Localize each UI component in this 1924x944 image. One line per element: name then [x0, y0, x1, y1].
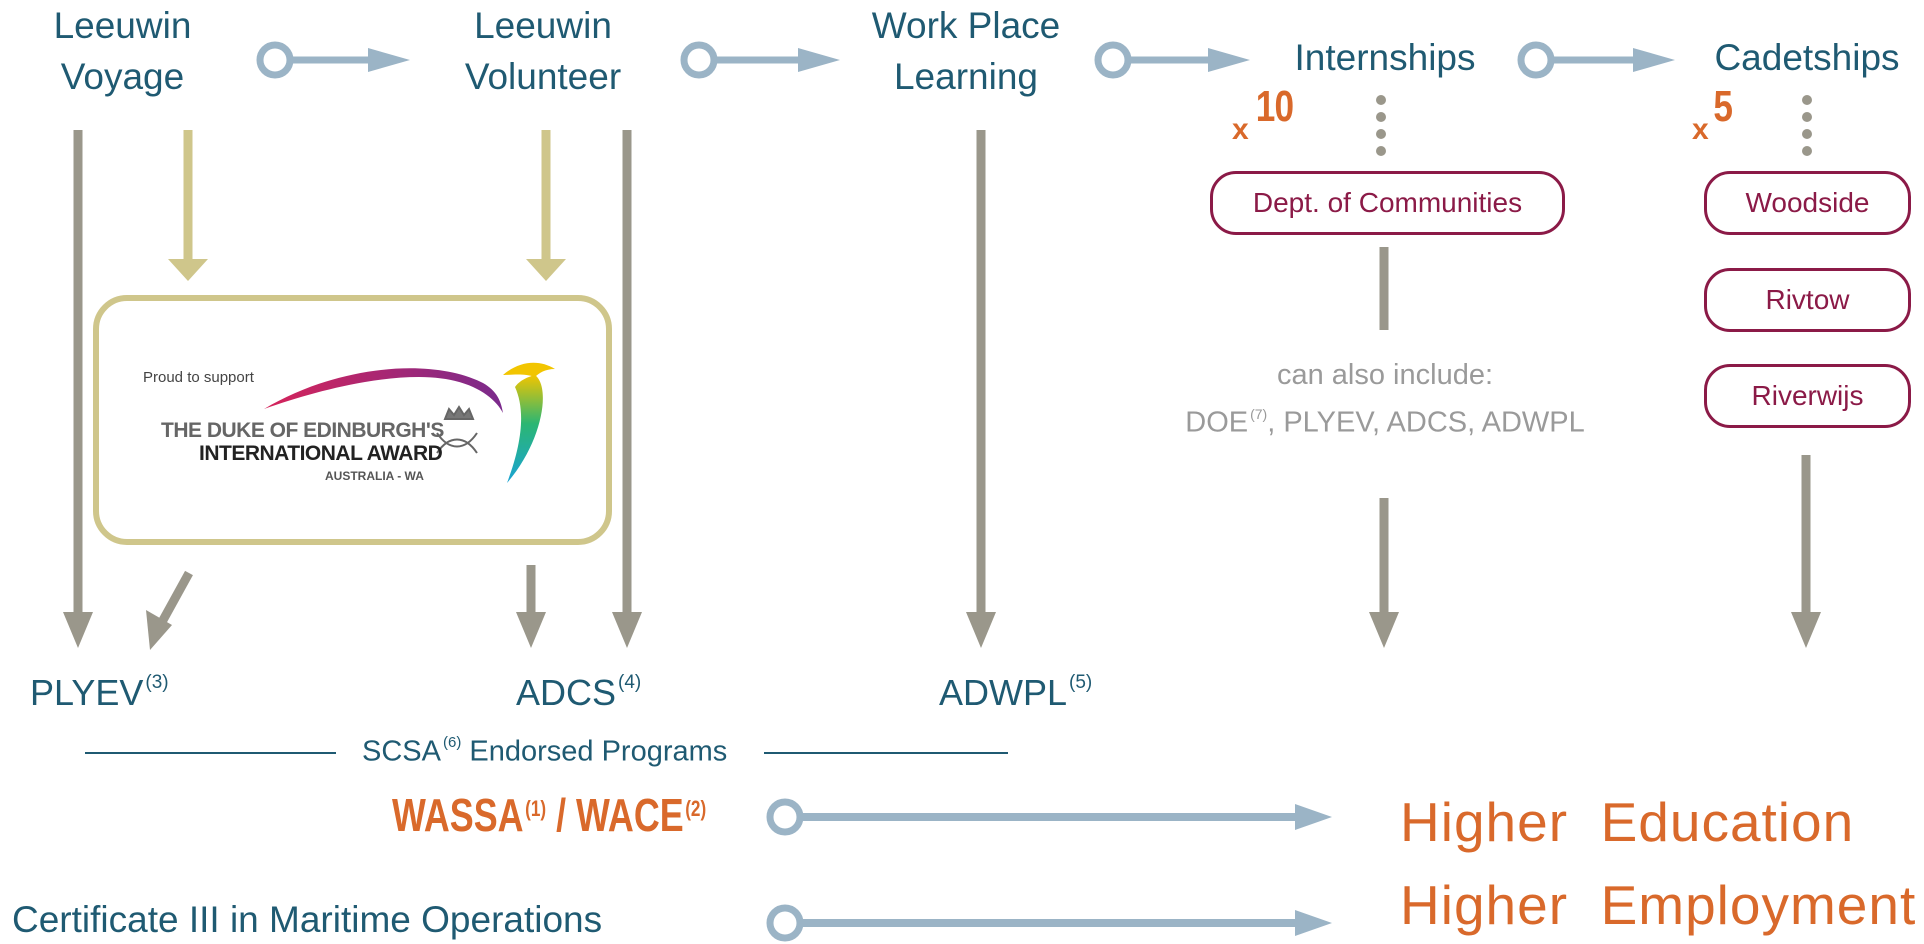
- award-region: AUSTRALIA - WA: [325, 469, 424, 483]
- internship-note-line2: DOE(7), PLYEV, ADCS, ADWPL: [1185, 406, 1585, 439]
- grey-arrow-award-to-adcs: [516, 565, 546, 648]
- award-name-line1: THE DUKE OF EDINBURGH'S: [161, 419, 444, 442]
- grey-arrow-award-to-plyev: [146, 570, 193, 650]
- award-logo-graphic: [264, 362, 555, 483]
- duke-of-edinburgh-award-box: Proud to support THE DUKE OF EDINBURGH'S…: [93, 295, 612, 545]
- stage-work-place-learning: Work Place Learning: [856, 0, 1076, 102]
- award-name-line2: INTERNATIONAL AWARD: [199, 442, 443, 465]
- flow-arrow-internships-cadetships: [1517, 41, 1675, 79]
- outcome-arrow-education: [766, 798, 1332, 836]
- stage-leeuwin-volunteer: Leeuwin Volunteer: [448, 0, 638, 102]
- award-crown-icon: [436, 405, 478, 454]
- dotted-connector-internships: [1376, 95, 1386, 156]
- stage-leeuwin-voyage: Leeuwin Voyage: [40, 0, 205, 102]
- dotted-connector-cadetships: [1802, 95, 1812, 156]
- award-proud-text: Proud to support: [143, 369, 254, 386]
- stage-volunteer-line2: Volunteer: [464, 56, 622, 97]
- internship-note-line1: can also include:: [1276, 359, 1494, 391]
- partner-woodside: Woodside: [1704, 171, 1911, 235]
- award-bird-head: [503, 362, 555, 377]
- stage-internships: Internships: [1294, 37, 1476, 78]
- partner-riverwijs: Riverwijs: [1704, 364, 1911, 428]
- flow-arrow-volunteer-workplace: [680, 41, 840, 79]
- grey-arrow-internships-down: [1369, 498, 1399, 648]
- stage-voyage-line1: Leeuwin: [53, 5, 192, 46]
- grey-arrow-voyage-to-plyev: [63, 130, 93, 648]
- stage-cadetships: Cadetships: [1714, 37, 1900, 78]
- stage-workplace-line1: Work Place: [871, 5, 1061, 46]
- stage-voyage-line2: Voyage: [60, 56, 185, 97]
- program-adwpl: ADWPL(5): [939, 672, 1093, 714]
- partner-dept-of-communities: Dept. of Communities: [1210, 171, 1565, 235]
- stage-workplace-line2: Learning: [893, 56, 1038, 97]
- award-bird-body: [507, 375, 543, 483]
- khaki-arrow-voyage-to-award: [168, 130, 208, 281]
- certificate-iii-label: Certificate III in Maritime Operations: [12, 899, 603, 940]
- flow-arrow-workplace-internships: [1094, 41, 1250, 79]
- grey-arrow-workplace-to-adwpl: [966, 130, 996, 648]
- cadetships-multiplier: x5: [1692, 82, 1733, 146]
- outcome-arrow-employment: [766, 904, 1332, 942]
- award-swoosh: [264, 368, 503, 413]
- program-plyev: PLYEV(3): [30, 672, 169, 714]
- khaki-arrow-volunteer-to-award: [526, 130, 566, 281]
- outcome-higher-employment: Higher Employment: [1400, 874, 1917, 936]
- flow-arrow-voyage-volunteer: [256, 41, 410, 79]
- outcome-higher-education: Higher Education: [1400, 791, 1855, 853]
- wassa-wace-label: WASSA(1) / WACE(2): [392, 789, 707, 841]
- stage-volunteer-line1: Leeuwin: [474, 5, 612, 46]
- partner-rivtow: Rivtow: [1704, 268, 1911, 332]
- program-adcs: ADCS(4): [516, 672, 642, 714]
- grey-arrow-volunteer-to-adcs: [612, 130, 642, 648]
- scsa-endorsed-label: SCSA(6) Endorsed Programs: [356, 734, 734, 769]
- grey-arrow-cadetships-down: [1791, 455, 1821, 648]
- internship-note: can also include: DOE(7), PLYEV, ADCS, A…: [1170, 356, 1600, 443]
